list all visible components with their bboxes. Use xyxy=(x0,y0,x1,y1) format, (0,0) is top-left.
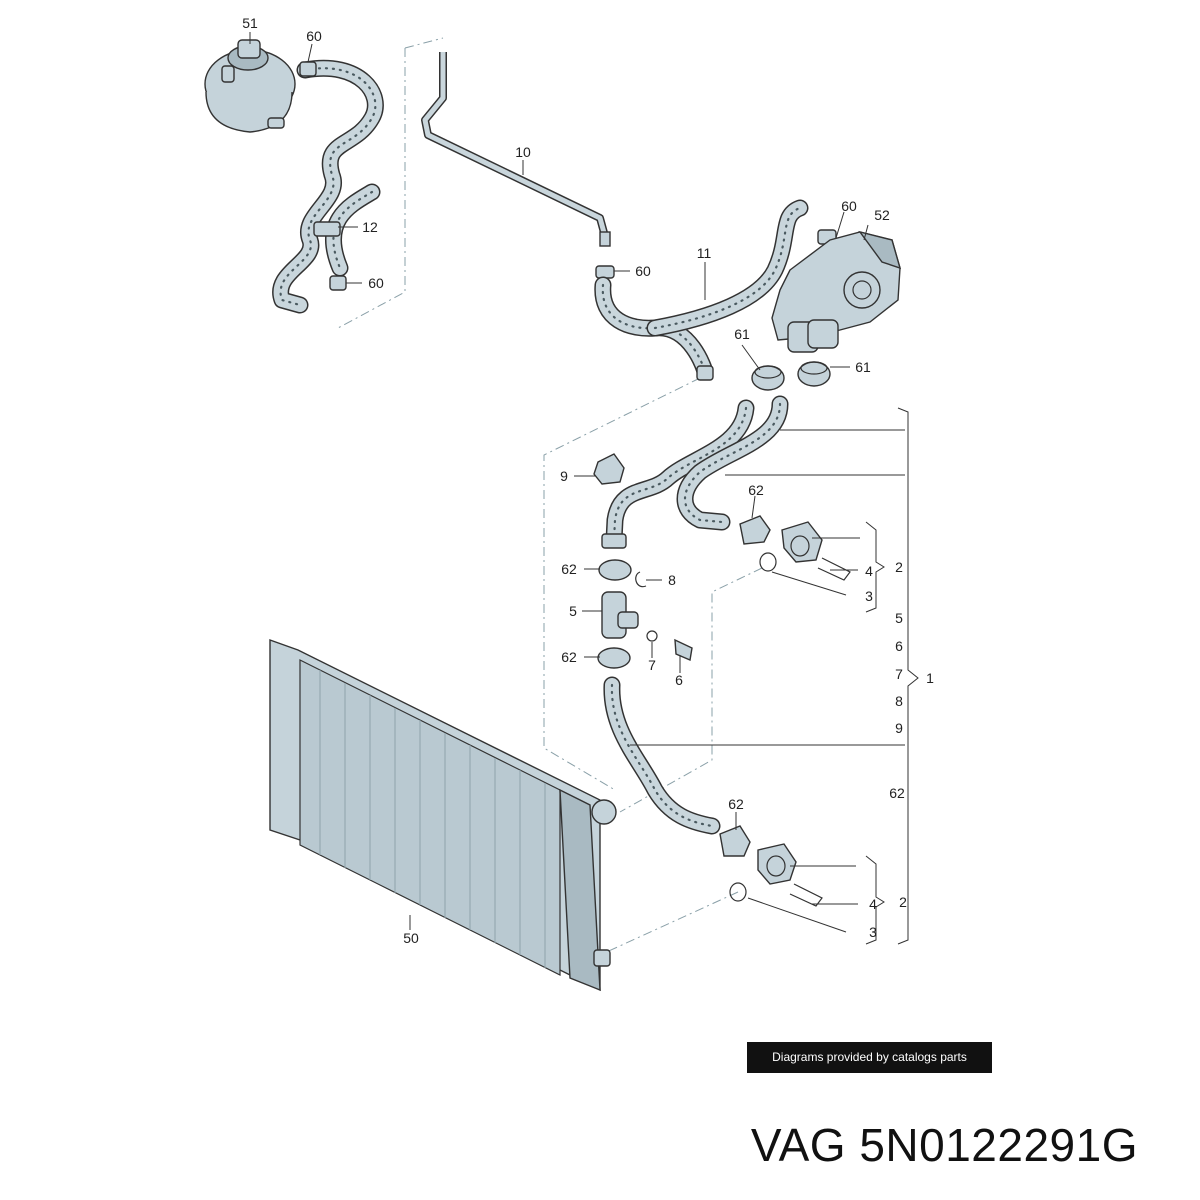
hose-12 xyxy=(272,59,384,314)
callout-8: 8 xyxy=(668,572,676,588)
pipe-10 xyxy=(421,52,611,247)
callout-50: 50 xyxy=(403,930,419,946)
callout-61-right: 61 xyxy=(855,359,871,375)
callout-4-lower: 4 xyxy=(869,896,877,912)
callout-7: 7 xyxy=(648,657,656,673)
callout-62-lower-connector: 62 xyxy=(728,796,744,812)
callout-12: 12 xyxy=(362,219,378,235)
callout-5: 5 xyxy=(569,603,577,619)
clamp-9 xyxy=(593,453,625,485)
callout-list-9: 9 xyxy=(895,720,903,736)
leader-lines xyxy=(249,32,919,945)
callout-list-8: 8 xyxy=(895,693,903,709)
connector-lower xyxy=(719,825,823,907)
credit-banner: Diagrams provided by catalogs parts xyxy=(747,1042,992,1073)
callout-3-lower: 3 xyxy=(869,924,877,940)
callout-6: 6 xyxy=(675,672,683,688)
callout-9: 9 xyxy=(560,468,568,484)
assembly-boundary-lines xyxy=(337,37,763,956)
part-number-title: VAG 5N0122291G xyxy=(750,1119,1138,1171)
callout-3-upper: 3 xyxy=(865,588,873,604)
clamps-61 xyxy=(751,361,831,391)
callout-labels: 51 60 10 12 60 60 11 60 52 61 61 9 62 62… xyxy=(242,15,934,946)
callout-2-upper: 2 xyxy=(895,559,903,575)
callout-60-hose12: 60 xyxy=(368,275,384,291)
callout-10: 10 xyxy=(515,144,531,160)
callout-1-assembly: 1 xyxy=(926,670,934,686)
callout-list-7: 7 xyxy=(895,666,903,682)
callout-51: 51 xyxy=(242,15,258,31)
callout-list-62: 62 xyxy=(889,785,905,801)
t-piece-assembly xyxy=(597,559,693,669)
callout-list-5: 5 xyxy=(895,610,903,626)
callout-60-thermostat: 60 xyxy=(841,198,857,214)
hose-lower xyxy=(603,676,721,835)
callout-list-6: 6 xyxy=(895,638,903,654)
radiator xyxy=(269,639,617,992)
hose-assembly-upper xyxy=(601,395,789,549)
callout-60-tank: 60 xyxy=(306,28,322,44)
callout-62-upper-connector: 62 xyxy=(748,482,764,498)
callout-52: 52 xyxy=(874,207,890,223)
callout-60-pipe10: 60 xyxy=(635,263,651,279)
callout-61-left: 61 xyxy=(734,326,750,342)
hose-11 xyxy=(594,199,809,381)
thermostat-housing xyxy=(771,230,902,353)
callout-62-tpiece-bottom: 62 xyxy=(561,649,577,665)
callout-2-lower: 2 xyxy=(899,894,907,910)
callout-4-upper: 4 xyxy=(865,563,873,579)
callout-62-tpiece-top: 62 xyxy=(561,561,577,577)
callout-11: 11 xyxy=(697,245,712,261)
expansion-tank xyxy=(204,39,296,133)
connector-upper xyxy=(739,515,851,581)
